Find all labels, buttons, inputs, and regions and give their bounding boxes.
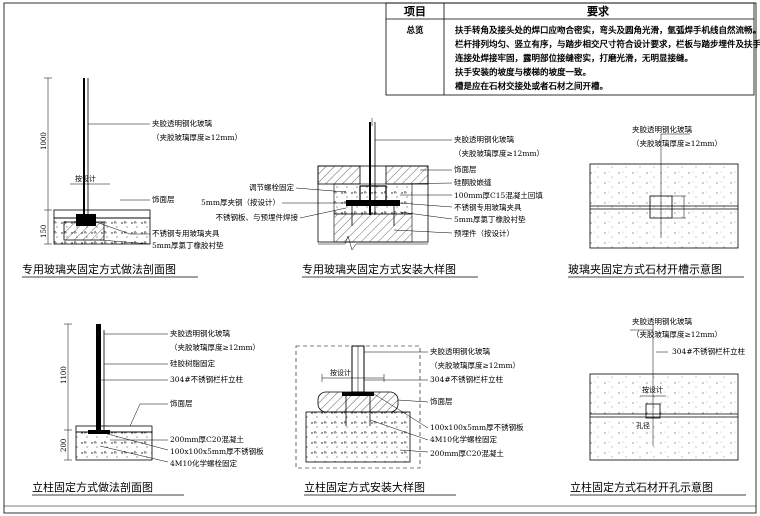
- panel-post-section: 1100 200 夹胶透明钢化玻璃 （夹胶玻璃厚度≥12mm） 硅胶树脂固定 3…: [32, 323, 264, 496]
- p5-label-post: 304#不锈钢栏杆立柱: [430, 374, 504, 384]
- p1-label-clamp: 不锈钢专用玻璃夹具: [152, 228, 220, 238]
- p2-label-finish: 饰面层: [454, 164, 477, 174]
- p1-label-finish: 饰面层: [152, 194, 175, 204]
- p6-dim-width: 按设计: [642, 385, 663, 394]
- p4-label-glass-thickness: （夹胶玻璃厚度≥12mm）: [170, 342, 260, 352]
- p5-base: [305, 411, 411, 463]
- table-row-item: 总览: [406, 25, 424, 36]
- p5-label-concrete: 200mm厚C20混凝土: [430, 448, 504, 458]
- p4-post: [96, 324, 101, 432]
- p2-label-concrete: 100mm厚C15混凝土回填: [454, 190, 543, 200]
- p5-label-glass-thickness: （夹胶玻璃厚度≥12mm）: [430, 360, 520, 370]
- p4-dim-base: 200: [60, 439, 68, 452]
- requirement-line-1: 扶手转角及接头处的焊口应吻合密实，弯头及圆角光滑，氩弧焊手机线自然流畅。: [455, 25, 760, 36]
- requirements-table: 项目 要求 总览 扶手转角及接头处的焊口应吻合密实，弯头及圆角光滑，氩弧焊手机线…: [385, 2, 760, 96]
- p4-label-bolt: 4M10化学螺栓固定: [170, 458, 237, 468]
- p4-label-steel-plate: 100x100x5mm厚不锈钢板: [170, 446, 264, 456]
- p2-plate: [346, 200, 400, 206]
- p1-label-glass: 夹胶透明钢化玻璃: [152, 118, 212, 128]
- p6-title: 立柱固定方式石材开孔示意图: [570, 480, 713, 494]
- p2-label-steel-clip: 5mm厚夹钢（按设计）: [201, 197, 280, 207]
- p2-clamp: [359, 185, 387, 203]
- p2-label-sealant: 硅酮胶嵌缝: [454, 177, 492, 187]
- p2-label-embed: 预埋件（按设计）: [454, 228, 514, 238]
- p2-label-clamp: 不锈钢专用玻璃夹具: [454, 202, 522, 212]
- p4-label-post: 304#不锈钢栏杆立柱: [170, 374, 244, 384]
- p1-label-glass-thickness: （夹胶玻璃厚度≥12mm）: [152, 132, 242, 142]
- p5-title: 立柱固定方式安装大样图: [304, 480, 425, 494]
- p4-label-resin: 硅胶树脂固定: [170, 358, 215, 368]
- p3-title: 玻璃夹固定方式石材开槽示意图: [568, 262, 722, 276]
- panel-hole-plan: 按设计 孔径 夹胶透明钢化玻璃 （夹胶玻璃厚度≥12mm） 304#不锈钢栏杆立…: [570, 316, 746, 496]
- p2-label-bolt: 调节螺栓固定: [249, 182, 294, 192]
- p5-dim-width: 按设计: [330, 368, 351, 377]
- p4-label-concrete: 200mm厚C20混凝土: [170, 434, 244, 444]
- p1-dim-height: 1000: [40, 132, 48, 150]
- requirement-line-3: 连接处焊接牢固，露明部位接缝密实，打磨光滑，无明显接缝。: [455, 53, 693, 64]
- sheet-border: [3, 2, 757, 514]
- p3-label-glass-thickness: （夹胶玻璃厚度≥12mm）: [632, 138, 722, 148]
- p2-title: 专用玻璃夹固定方式安装大样图: [302, 262, 456, 276]
- p4-label-finish: 饰面层: [170, 398, 193, 408]
- p5-label-finish: 饰面层: [430, 396, 453, 406]
- p1-dim-base: 150: [40, 225, 48, 238]
- p6-dim-hole: 孔径: [636, 421, 650, 430]
- p5-label-glass: 夹胶透明钢化玻璃: [430, 346, 490, 356]
- panel-clamp-detail: 夹胶透明钢化玻璃 （夹胶玻璃厚度≥12mm） 饰面层 硅酮胶嵌缝 100mm厚C…: [201, 118, 544, 278]
- p2-label-gasket: 5mm厚氯丁橡胶衬垫: [454, 214, 526, 224]
- p1-dim-width: 按设计: [75, 174, 96, 183]
- p3-label-glass: 夹胶透明钢化玻璃: [632, 124, 692, 134]
- table-header-item: 项目: [404, 5, 426, 18]
- p2-label-plate: 不锈钢板、与预埋件焊接: [216, 212, 299, 222]
- table-header-requirement: 要求: [587, 4, 610, 18]
- p1-title: 专用玻璃夹固定方式做法剖面图: [22, 262, 176, 276]
- p2-label-glass: 夹胶透明钢化玻璃: [454, 134, 514, 144]
- panel-groove-plan: 夹胶透明钢化玻璃 （夹胶玻璃厚度≥12mm） 玻璃夹固定方式石材开槽示意图: [568, 124, 744, 278]
- p1-label-gasket: 5mm厚氯丁橡胶衬垫: [152, 240, 224, 250]
- p5-label-steel-plate: 100x100x5mm厚不锈钢板: [430, 422, 524, 432]
- panel-post-detail: 按设计 夹胶透明钢化玻璃 （夹胶玻璃厚度≥12mm） 304#不锈钢栏杆立柱 饰…: [295, 345, 524, 496]
- panel-clamp-section: 1000 150 按设计 夹胶透明钢化玻璃 （夹胶玻璃厚度≥12mm） 饰面层 …: [22, 77, 242, 278]
- requirement-line-2: 栏杆排列均匀、竖立有序，与踏步相交尺寸符合设计要求，栏板与踏步埋件及扶手: [455, 39, 760, 50]
- p6-label-post: 304#不锈钢栏杆立柱: [672, 346, 746, 356]
- requirement-line-5: 槽是应在石材交接处或者石材之间开槽。: [455, 81, 608, 92]
- p4-title: 立柱固定方式做法剖面图: [32, 480, 153, 494]
- p4-dim-height: 1100: [60, 366, 68, 384]
- requirement-line-4: 扶手安装的坡度与楼梯的坡度一致。: [455, 67, 591, 78]
- p2-label-glass-thickness: （夹胶玻璃厚度≥12mm）: [454, 148, 544, 158]
- p4-label-glass: 夹胶透明钢化玻璃: [170, 328, 230, 338]
- p6-label-glass-thickness: （夹胶玻璃厚度≥12mm）: [632, 329, 722, 339]
- p5-label-bolt: 4M10化学螺栓固定: [430, 434, 497, 444]
- p1-clamp: [76, 214, 96, 226]
- p6-label-glass: 夹胶透明钢化玻璃: [632, 316, 692, 326]
